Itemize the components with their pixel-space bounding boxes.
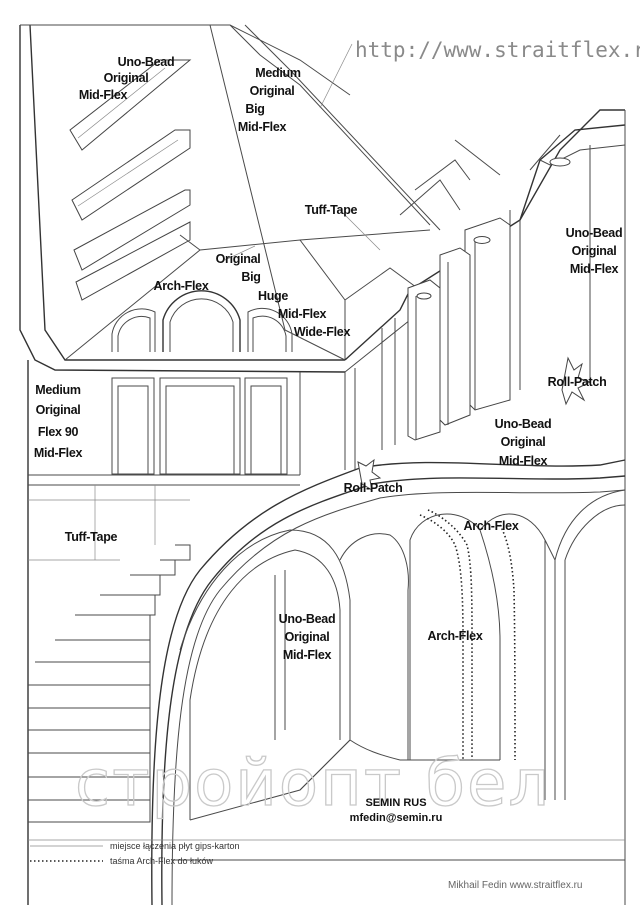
label-flex-90-left: Flex 90: [38, 425, 79, 439]
label-original-center: Original: [285, 630, 330, 644]
arched-windows: [111, 290, 293, 352]
callout-lines: [224, 43, 381, 261]
label-arch-flex-column: Arch-Flex: [428, 629, 483, 643]
staircase-stringer: [151, 458, 626, 905]
label-uno-bead-right-mid: Uno-Bead: [495, 417, 552, 431]
label-original-top-left: Original: [104, 71, 149, 85]
label-original-top-center: Original: [250, 84, 295, 98]
label-original-right: Original: [572, 244, 617, 258]
label-roll-patch-center: Roll-Patch: [344, 481, 403, 495]
label-arch-flex-window: Arch-Flex: [154, 279, 209, 293]
watermark-text: стройопт бел: [75, 747, 551, 821]
label-wide-flex-stack: Wide-Flex: [294, 325, 351, 339]
legend: miejsce łączenia płyt gips-karton taśma …: [30, 841, 240, 866]
stair-column-boxes: [381, 217, 511, 450]
label-medium-top-center: Medium: [255, 66, 301, 80]
label-huge-stack: Huge: [258, 289, 288, 303]
label-uno-bead-top-left: Uno-Bead: [118, 55, 175, 69]
label-original-stack: Original: [216, 252, 261, 266]
legend-joint-line-label: miejsce łączenia płyt gips-karton: [110, 841, 240, 851]
component-labels: Uno-Bead Original Mid-Flex Medium Origin…: [34, 55, 623, 662]
label-mid-flex-right-mid: Mid-Flex: [499, 454, 548, 468]
label-mid-flex-right: Mid-Flex: [570, 262, 619, 276]
label-big-top-center: Big: [245, 102, 264, 116]
label-mid-flex-top-center: Mid-Flex: [238, 120, 287, 134]
author-email: mfedin@semin.ru: [350, 812, 443, 824]
label-arch-flex-right: Arch-Flex: [464, 519, 519, 533]
label-mid-flex-center: Mid-Flex: [283, 648, 332, 662]
label-big-stack: Big: [241, 270, 260, 284]
label-tuff-tape-left: Tuff-Tape: [65, 530, 118, 544]
label-mid-flex-left: Mid-Flex: [34, 446, 83, 460]
label-uno-bead-center: Uno-Bead: [279, 612, 336, 626]
mid-level-wall: [27, 360, 356, 905]
stair-steps: [28, 485, 191, 823]
label-original-right-mid: Original: [501, 435, 546, 449]
label-mid-flex-top-left: Mid-Flex: [79, 88, 128, 102]
author-name: SEMIN RUS: [365, 797, 426, 809]
ceiling-slots: [69, 59, 192, 301]
under-stair-arches: [179, 489, 626, 820]
credit-text: Mikhail Fedin www.straitflex.ru: [448, 880, 582, 891]
label-medium-left: Medium: [35, 383, 81, 397]
ceiling-structure: [19, 24, 441, 373]
label-tuff-tape-top: Tuff-Tape: [305, 203, 358, 217]
label-uno-bead-right: Uno-Bead: [566, 226, 623, 240]
legend-dotted-line-label: taśma Arch-Flex do łuków: [110, 856, 214, 866]
label-original-left: Original: [36, 403, 81, 417]
lower-floor: [28, 739, 625, 861]
label-roll-patch-right: Roll-Patch: [548, 375, 607, 389]
upper-right-structure: [344, 109, 626, 905]
label-mid-flex-stack: Mid-Flex: [278, 307, 327, 321]
header-url: http://www.straitflex.ru/: [355, 38, 640, 62]
